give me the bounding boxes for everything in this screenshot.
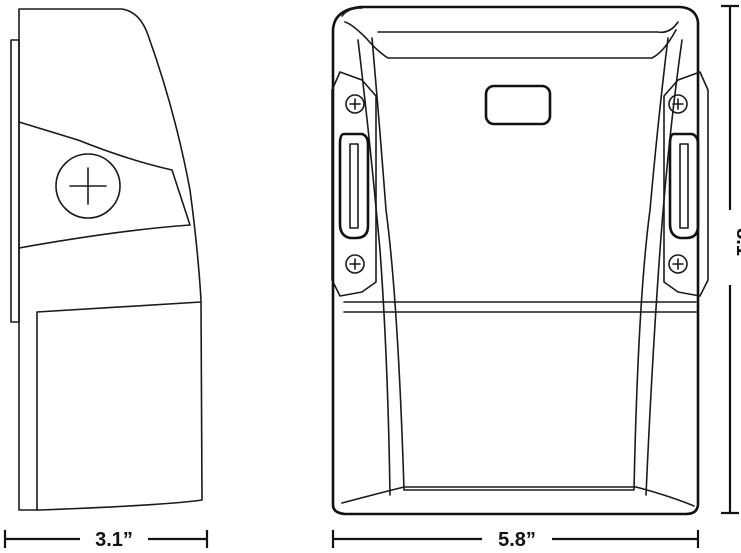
sensor-window-icon: [484, 84, 552, 126]
mounting-screw-icon: [55, 153, 121, 219]
screw-icon: [668, 94, 688, 114]
front-inner-face: [371, 37, 669, 491]
side-mount-wedge: [18, 121, 191, 249]
side-lower-housing: [36, 301, 202, 511]
side-view: [10, 8, 203, 511]
screw-icon: [668, 254, 688, 274]
front-body-outline: [331, 5, 700, 516]
wall-plate: [10, 39, 20, 323]
front-width-label: 5.8”: [498, 529, 536, 551]
front-top-bevel: [341, 7, 679, 59]
dimension-front-height: 8.1”: [721, 4, 741, 515]
dimension-front-width: 5.8”: [331, 529, 700, 551]
front-view: [331, 5, 709, 516]
left-mount-bracket: [331, 71, 377, 297]
screw-icon: [345, 254, 365, 274]
side-depth-label: 3.1”: [95, 529, 133, 551]
front-inner-face-outer: [357, 39, 683, 496]
right-mount-bracket: [663, 71, 709, 297]
side-body-outline: [18, 8, 203, 511]
screw-icon: [345, 94, 365, 114]
front-height-label: 8.1”: [732, 228, 741, 266]
front-bottom-bevel: [341, 301, 697, 507]
dimension-side-depth: 3.1”: [3, 529, 209, 551]
